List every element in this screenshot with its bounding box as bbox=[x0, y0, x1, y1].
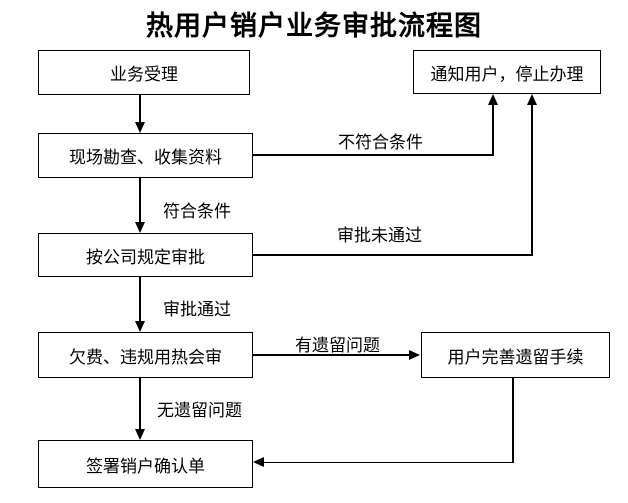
edge-approve-review-line bbox=[139, 277, 141, 322]
flow-node-survey: 现场勘查、收集资料 bbox=[38, 133, 253, 178]
flow-node-accept: 业务受理 bbox=[38, 50, 250, 95]
flow-node-review: 欠费、违规用热会审 bbox=[38, 332, 253, 378]
edge-approve-notify-arrow-up-icon bbox=[527, 94, 537, 105]
edge-accept-survey-line bbox=[139, 95, 141, 123]
edge-survey-approve-line bbox=[139, 178, 141, 223]
edge-label-approval-passed: 审批通过 bbox=[163, 300, 231, 319]
diagram-title: 热用户销户业务审批流程图 bbox=[146, 11, 482, 41]
edge-survey-notify-arrow-up-icon bbox=[488, 94, 498, 105]
edge-complete-sign-arrow-left-icon bbox=[253, 457, 264, 467]
edge-review-sign-line bbox=[139, 378, 141, 430]
flow-node-complete: 用户完善遗留手续 bbox=[421, 332, 610, 378]
edge-label-qualified: 符合条件 bbox=[163, 202, 231, 221]
flow-node-sign: 签署销户确认单 bbox=[38, 440, 253, 488]
edge-survey-approve-arrow-down-icon bbox=[135, 222, 145, 233]
edge-approve-review-arrow-down-icon bbox=[135, 321, 145, 332]
flow-node-approve: 按公司规定审批 bbox=[38, 233, 253, 277]
flow-node-notify: 通知用户，停止办理 bbox=[413, 50, 601, 94]
edge-label-has-pending: 有遗留问题 bbox=[295, 336, 380, 355]
edge-review-sign-arrow-down-icon bbox=[135, 429, 145, 440]
edge-approve-notify-vline bbox=[531, 105, 533, 255]
edge-survey-notify-hline bbox=[253, 154, 493, 156]
edge-label-not-qualified: 不符合条件 bbox=[338, 133, 423, 152]
edge-complete-sign-hline bbox=[264, 461, 513, 463]
edge-label-approval-failed: 审批未通过 bbox=[337, 226, 422, 245]
edge-complete-sign-vline bbox=[512, 378, 514, 463]
edge-accept-survey-arrow-down-icon bbox=[135, 122, 145, 133]
edge-review-complete-arrow-right-icon bbox=[409, 350, 420, 360]
edge-label-no-pending: 无遗留问题 bbox=[157, 401, 242, 420]
edge-survey-notify-vline bbox=[492, 105, 494, 156]
edge-review-complete-line bbox=[253, 354, 410, 356]
edge-approve-notify-hline bbox=[253, 254, 533, 256]
